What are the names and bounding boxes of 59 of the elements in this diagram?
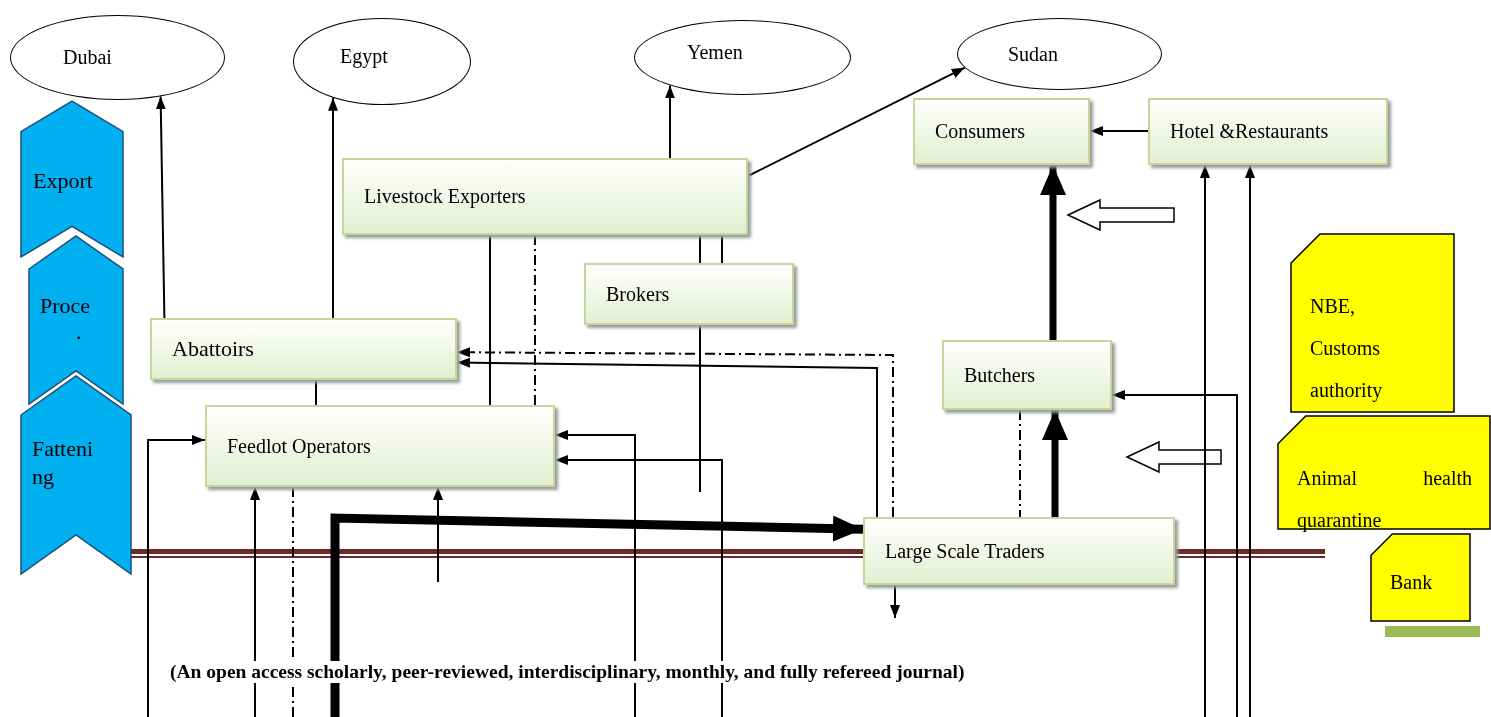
node-label: Abattoirs <box>172 336 254 362</box>
arrow <box>665 84 675 159</box>
actor-box <box>942 340 1112 410</box>
journal-note: (An open access scholarly, peer-reviewed, interdisciplinary, monthly, and fully refereed journal) <box>170 661 965 683</box>
node-label: Sudan <box>1008 43 1058 66</box>
node-label: NBE, Customs authority <box>1310 294 1384 404</box>
node-label: Large Scale Traders <box>885 539 1045 563</box>
node-label: . <box>76 323 82 341</box>
arrow <box>1042 410 1068 517</box>
connector-line <box>1019 409 1021 518</box>
node-label: Proce <box>40 297 91 315</box>
arrow <box>1040 165 1066 340</box>
arrow <box>1200 164 1210 717</box>
connector-line <box>699 234 701 264</box>
arrow <box>147 435 206 717</box>
node-label: Feedlot Operators <box>227 434 371 458</box>
arrow <box>433 486 443 583</box>
connector-line <box>699 324 701 493</box>
connector-line <box>315 379 317 406</box>
connector-line <box>534 234 536 406</box>
institution-box <box>1290 233 1455 413</box>
arrow <box>1111 390 1238 717</box>
actor-box <box>150 318 457 380</box>
stage-banner <box>20 100 124 258</box>
arrow <box>554 455 723 717</box>
arrow <box>554 430 636 717</box>
node-label: Dubai <box>63 46 112 69</box>
node-label: Bank <box>1390 571 1433 594</box>
institution-box <box>1370 533 1471 622</box>
actor-box <box>1148 98 1388 165</box>
node-label: Yemen <box>687 41 743 64</box>
stage-banner <box>20 375 132 575</box>
actor-box <box>913 98 1090 165</box>
node-label: Livestock Exporters <box>364 185 526 208</box>
connector-line <box>721 234 723 264</box>
arrow <box>330 513 864 717</box>
arrow <box>328 96 338 319</box>
connector-line <box>489 234 491 406</box>
node-label: Consumers <box>935 120 1025 143</box>
node-label: Fatteni ng <box>32 435 95 491</box>
actor-box <box>342 158 748 235</box>
connector-line <box>292 486 294 717</box>
arrow <box>1245 164 1255 717</box>
arrow <box>890 584 900 619</box>
node-label: Butchers <box>964 363 1036 387</box>
node-label: Hotel &Restaurants <box>1170 120 1329 143</box>
node-label: Export <box>33 168 93 194</box>
actor-box <box>205 405 555 487</box>
arrow <box>1089 126 1149 136</box>
node-label: Brokers <box>606 282 670 306</box>
institution-box <box>1277 415 1491 530</box>
stage-banner <box>28 235 124 405</box>
arrow <box>155 95 166 319</box>
node-label: Animal health quarantine <box>1297 466 1472 534</box>
node-label: Egypt <box>340 45 388 68</box>
arrow <box>747 66 966 177</box>
actor-box <box>584 263 794 325</box>
arrow <box>250 486 260 717</box>
actor-box <box>863 517 1175 585</box>
